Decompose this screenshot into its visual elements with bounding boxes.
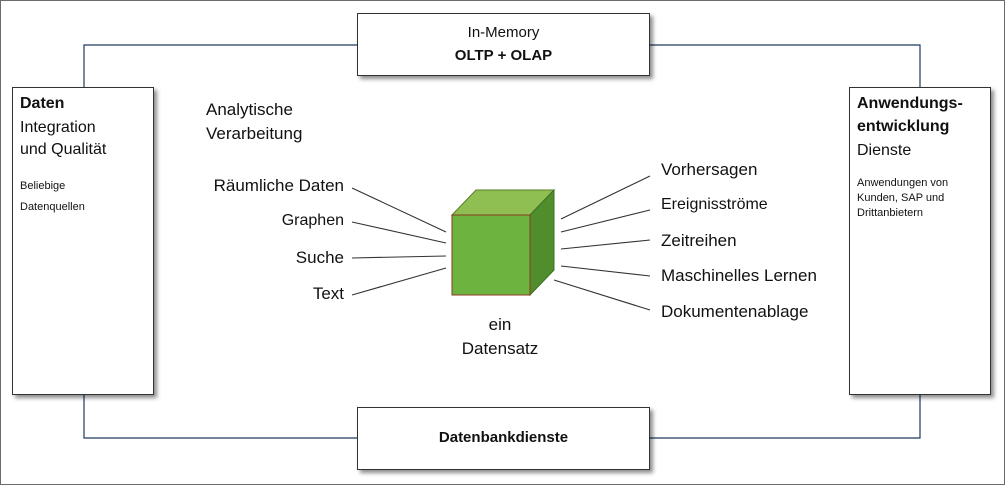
label-zeitreihen: Zeitreihen bbox=[661, 231, 737, 250]
data-panel-small-2: Datenquellen bbox=[20, 201, 85, 213]
app-panel-small-2: Kunden, SAP und bbox=[857, 192, 945, 204]
app-panel-title-2: entwicklung bbox=[857, 118, 950, 135]
ray-graphen bbox=[351, 221, 447, 244]
label-vorhersagen: Vorhersagen bbox=[661, 160, 758, 179]
ray-ereignisstroeme bbox=[560, 209, 651, 233]
label-ereignisstroeme: Ereignisströme bbox=[661, 196, 768, 213]
ray-maschinelles-lernen bbox=[560, 265, 651, 277]
ray-raeumliche-daten bbox=[351, 187, 447, 233]
ray-vorhersagen bbox=[560, 175, 651, 220]
label-suche: Suche bbox=[295, 248, 344, 267]
ray-suche bbox=[351, 255, 447, 259]
connector-top-left bbox=[83, 44, 357, 87]
data-panel-small-1: Beliebige bbox=[20, 180, 66, 192]
center-caption-1: ein bbox=[488, 315, 512, 334]
in-memory-label: In-Memory bbox=[467, 24, 540, 41]
data-panel-subtitle-1: Integration bbox=[20, 119, 96, 136]
center-caption-2: Datensatz bbox=[461, 339, 539, 358]
app-panel-small-3: Drittanbietern bbox=[857, 207, 924, 219]
app-panel-subtitle: Dienste bbox=[857, 142, 912, 159]
database-services-label: Datenbankdienste bbox=[438, 429, 569, 446]
connector-top-right bbox=[650, 44, 921, 87]
data-panel-title: Daten bbox=[20, 95, 65, 112]
in-memory-box: In-Memory OLTP + OLAP bbox=[357, 13, 650, 76]
label-raeumliche-daten: Räumliche Daten bbox=[213, 176, 344, 195]
database-services-box: Datenbankdienste bbox=[357, 407, 650, 470]
ray-text bbox=[351, 267, 447, 296]
label-graphen: Graphen bbox=[281, 212, 344, 229]
data-panel-subtitle-2: und Qualität bbox=[20, 141, 107, 158]
analytics-heading-1: Analytische bbox=[206, 100, 293, 119]
app-panel-small-1: Anwendungen von bbox=[857, 177, 949, 189]
label-text: Text bbox=[312, 284, 344, 303]
label-dokumentenablage: Dokumentenablage bbox=[661, 302, 809, 321]
label-maschinelles-lernen: Maschinelles Lernen bbox=[661, 266, 817, 285]
oltp-olap-label: OLTP + OLAP bbox=[454, 47, 553, 64]
data-panel: Daten Integration und Qualität Beliebige… bbox=[12, 87, 154, 395]
connector-bottom-left bbox=[83, 395, 357, 439]
ray-dokumentenablage bbox=[553, 279, 651, 311]
connector-bottom-right bbox=[650, 395, 921, 439]
ray-zeitreihen bbox=[560, 239, 651, 250]
app-development-panel: Anwendungs- entwicklung Dienste Anwendun… bbox=[849, 87, 991, 395]
app-panel-title-1: Anwendungs- bbox=[857, 95, 963, 112]
cube-icon bbox=[450, 188, 556, 297]
analytics-heading-2: Verarbeitung bbox=[206, 124, 303, 143]
